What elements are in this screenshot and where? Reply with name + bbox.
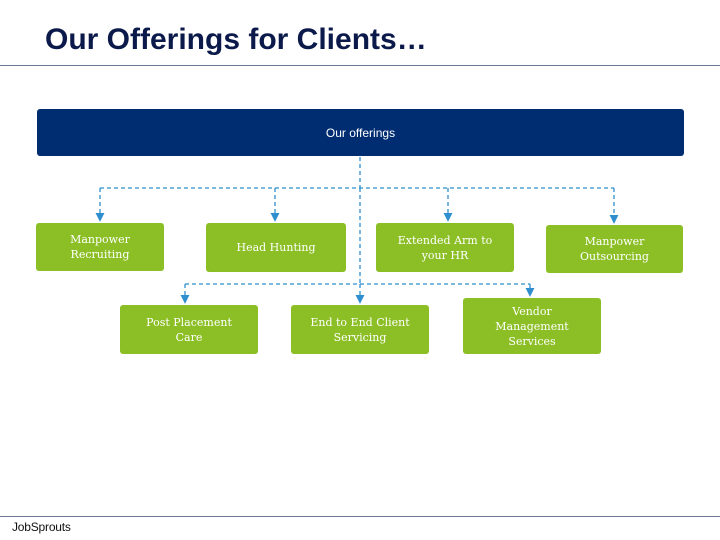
node-extended-arm: Extended Arm to your HR xyxy=(376,223,514,272)
node-end-to-end-client-servicing: End to End Client Servicing xyxy=(291,305,429,354)
offerings-root-node: Our offerings xyxy=(37,109,684,156)
node-label: Extended Arm to your HR xyxy=(397,233,493,262)
node-post-placement-care: Post Placement Care xyxy=(120,305,258,354)
node-label: Vendor Management Services xyxy=(495,304,569,348)
node-manpower-recruiting: Manpower Recruiting xyxy=(36,223,164,271)
node-label: Manpower Recruiting xyxy=(70,233,130,261)
offerings-root-label: Our offerings xyxy=(325,125,396,140)
node-label: Head Hunting xyxy=(236,241,316,254)
node-label: Post Placement Care xyxy=(146,315,232,344)
node-manpower-outsourcing: Manpower Outsourcing xyxy=(546,225,683,273)
slide-title: Our Offerings for Clients… xyxy=(45,23,427,56)
title-divider xyxy=(0,65,720,66)
node-label: Manpower Outsourcing xyxy=(580,235,649,263)
node-vendor-management-services: Vendor Management Services xyxy=(463,298,601,354)
footer-brand: JobSprouts xyxy=(12,520,71,534)
node-head-hunting: Head Hunting xyxy=(206,223,346,272)
footer-divider xyxy=(0,516,720,517)
node-label: End to End Client Servicing xyxy=(310,315,410,344)
